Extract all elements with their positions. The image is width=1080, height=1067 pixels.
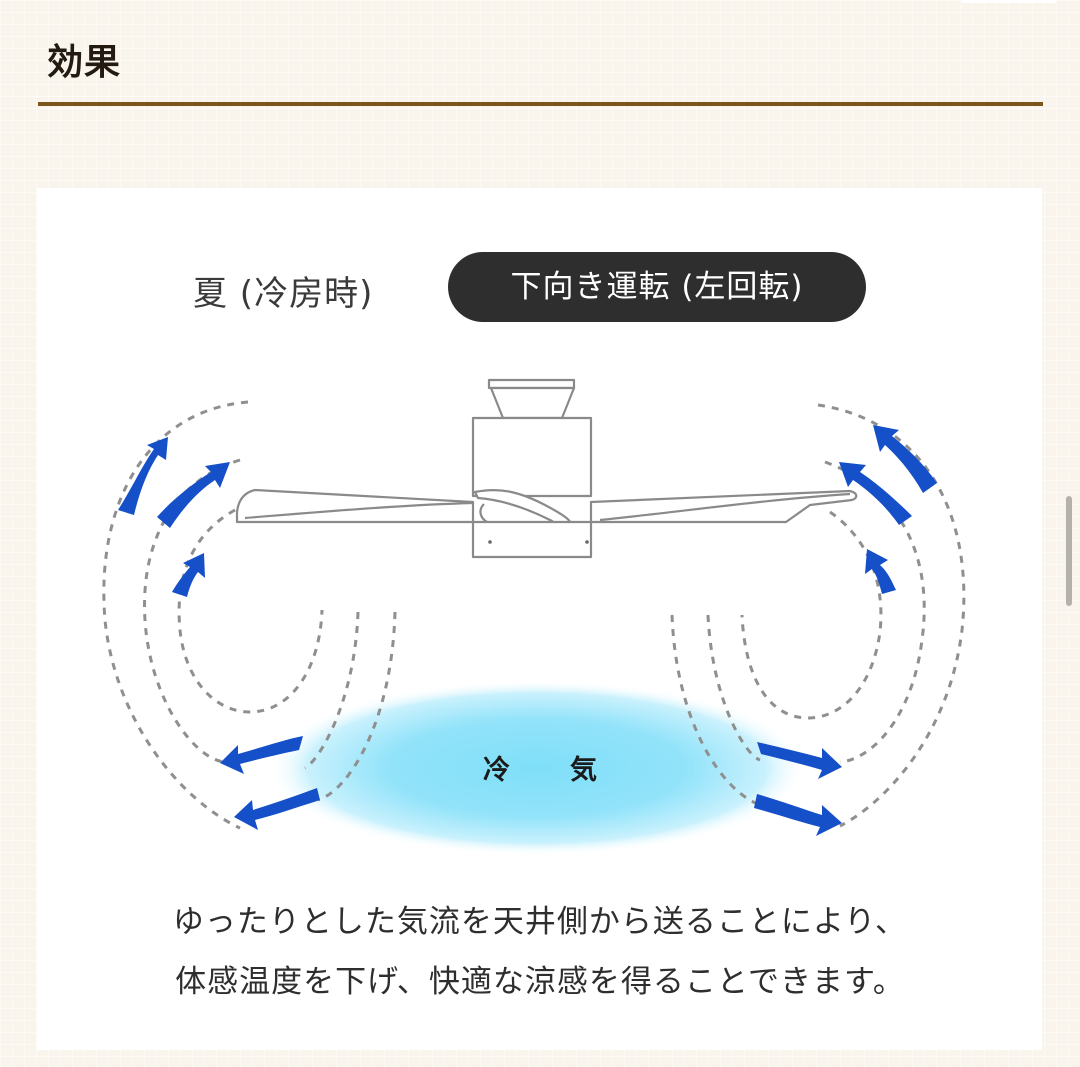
arrow-right-icon	[757, 742, 842, 779]
motor-housing	[471, 416, 593, 498]
description-line: 体感温度を下げ、快適な涼感を得ることできます。	[175, 964, 905, 1000]
arrow-up-icon	[839, 462, 912, 525]
cool-air-label-char: 冷	[483, 755, 510, 786]
scrollbar-thumb[interactable]	[1066, 496, 1072, 606]
arrow-up-icon	[172, 553, 205, 597]
cool-air-label-char: 気	[570, 755, 597, 786]
section-title: 効果	[47, 42, 122, 83]
top-edge-panel	[962, 0, 1056, 3]
rotation-mode-badge: 下向き運転 (左回転)	[448, 252, 866, 322]
arrow-up-icon	[157, 462, 230, 528]
arrow-right-icon	[754, 794, 842, 836]
mode-row: 夏 (冷房時) 下向き運転 (左回転)	[0, 250, 1080, 324]
title-underline	[38, 102, 1043, 106]
airflow-arrows-right	[754, 425, 937, 836]
effect-description: ゆったりとした気流を天井側から送ることにより、 体感温度を下げ、快適な涼感を得る…	[0, 892, 1080, 1012]
cool-air-zone	[267, 680, 807, 856]
airflow-arrows-left	[118, 437, 320, 830]
light-kit	[471, 520, 593, 559]
section-header: 効果	[38, 36, 1043, 106]
fan-blade-left	[235, 488, 475, 524]
arrow-up-icon	[118, 437, 168, 515]
arrow-up-icon	[873, 425, 937, 493]
ceiling-fan-illustration	[235, 378, 858, 559]
arrow-up-icon	[865, 549, 896, 594]
arrow-left-icon	[220, 736, 303, 774]
cool-air-label: 冷気	[0, 748, 1080, 787]
description-line: ゆったりとした気流を天井側から送ることにより、	[172, 904, 908, 940]
season-label: 夏 (冷房時)	[193, 274, 374, 314]
ceiling-mount	[487, 378, 576, 390]
arrow-left-icon	[234, 788, 320, 830]
effect-card	[37, 188, 1042, 1050]
